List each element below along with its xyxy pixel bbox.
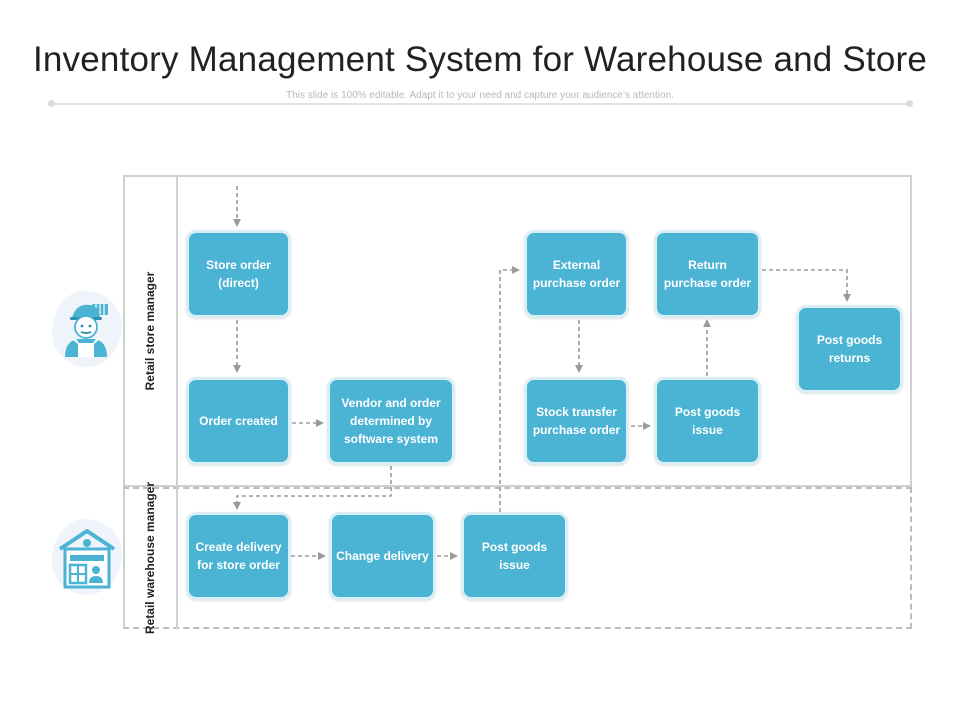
warehouse-manager-avatar bbox=[52, 519, 122, 595]
page-subtitle: This slide is 100% editable. Adapt it to… bbox=[286, 90, 674, 101]
lane-retail-store-manager bbox=[123, 175, 912, 487]
node-change-delivery[interactable]: Change delivery bbox=[329, 512, 436, 600]
divider-dot-left bbox=[48, 100, 55, 107]
title-divider bbox=[52, 103, 910, 105]
node-store-order[interactable]: Store order (direct) bbox=[186, 230, 291, 318]
warehouse-icon bbox=[58, 529, 116, 589]
node-post-goods-issue-warehouse[interactable]: Post goods issue bbox=[461, 512, 568, 600]
node-create-delivery[interactable]: Create delivery for store order bbox=[186, 512, 291, 600]
node-external-purchase-order[interactable]: External purchase order bbox=[524, 230, 629, 318]
connector-vendor-to-create-delivery bbox=[233, 466, 392, 510]
store-manager-icon bbox=[65, 304, 108, 357]
connector-post-goods-issue-to-external-po bbox=[499, 266, 520, 512]
page-title: Inventory Management System for Warehous… bbox=[32, 40, 928, 79]
node-return-purchase-order[interactable]: Return purchase order bbox=[654, 230, 761, 318]
lane-header-divider-top bbox=[176, 175, 178, 487]
node-post-goods-returns[interactable]: Post goods returns bbox=[796, 305, 903, 393]
divider-dot-right bbox=[906, 100, 913, 107]
node-order-created[interactable]: Order created bbox=[186, 377, 291, 465]
lane-header-divider-bottom bbox=[176, 487, 178, 629]
store-manager-avatar bbox=[52, 291, 122, 367]
node-post-goods-issue-store[interactable]: Post goods issue bbox=[654, 377, 761, 465]
node-vendor-and-order[interactable]: Vendor and order determined by software … bbox=[327, 377, 455, 465]
node-stock-transfer-purchase-order[interactable]: Stock transfer purchase order bbox=[524, 377, 629, 465]
connector-return-po-to-post-goods-returns bbox=[762, 269, 851, 302]
lane-retail-warehouse-manager bbox=[123, 487, 912, 629]
